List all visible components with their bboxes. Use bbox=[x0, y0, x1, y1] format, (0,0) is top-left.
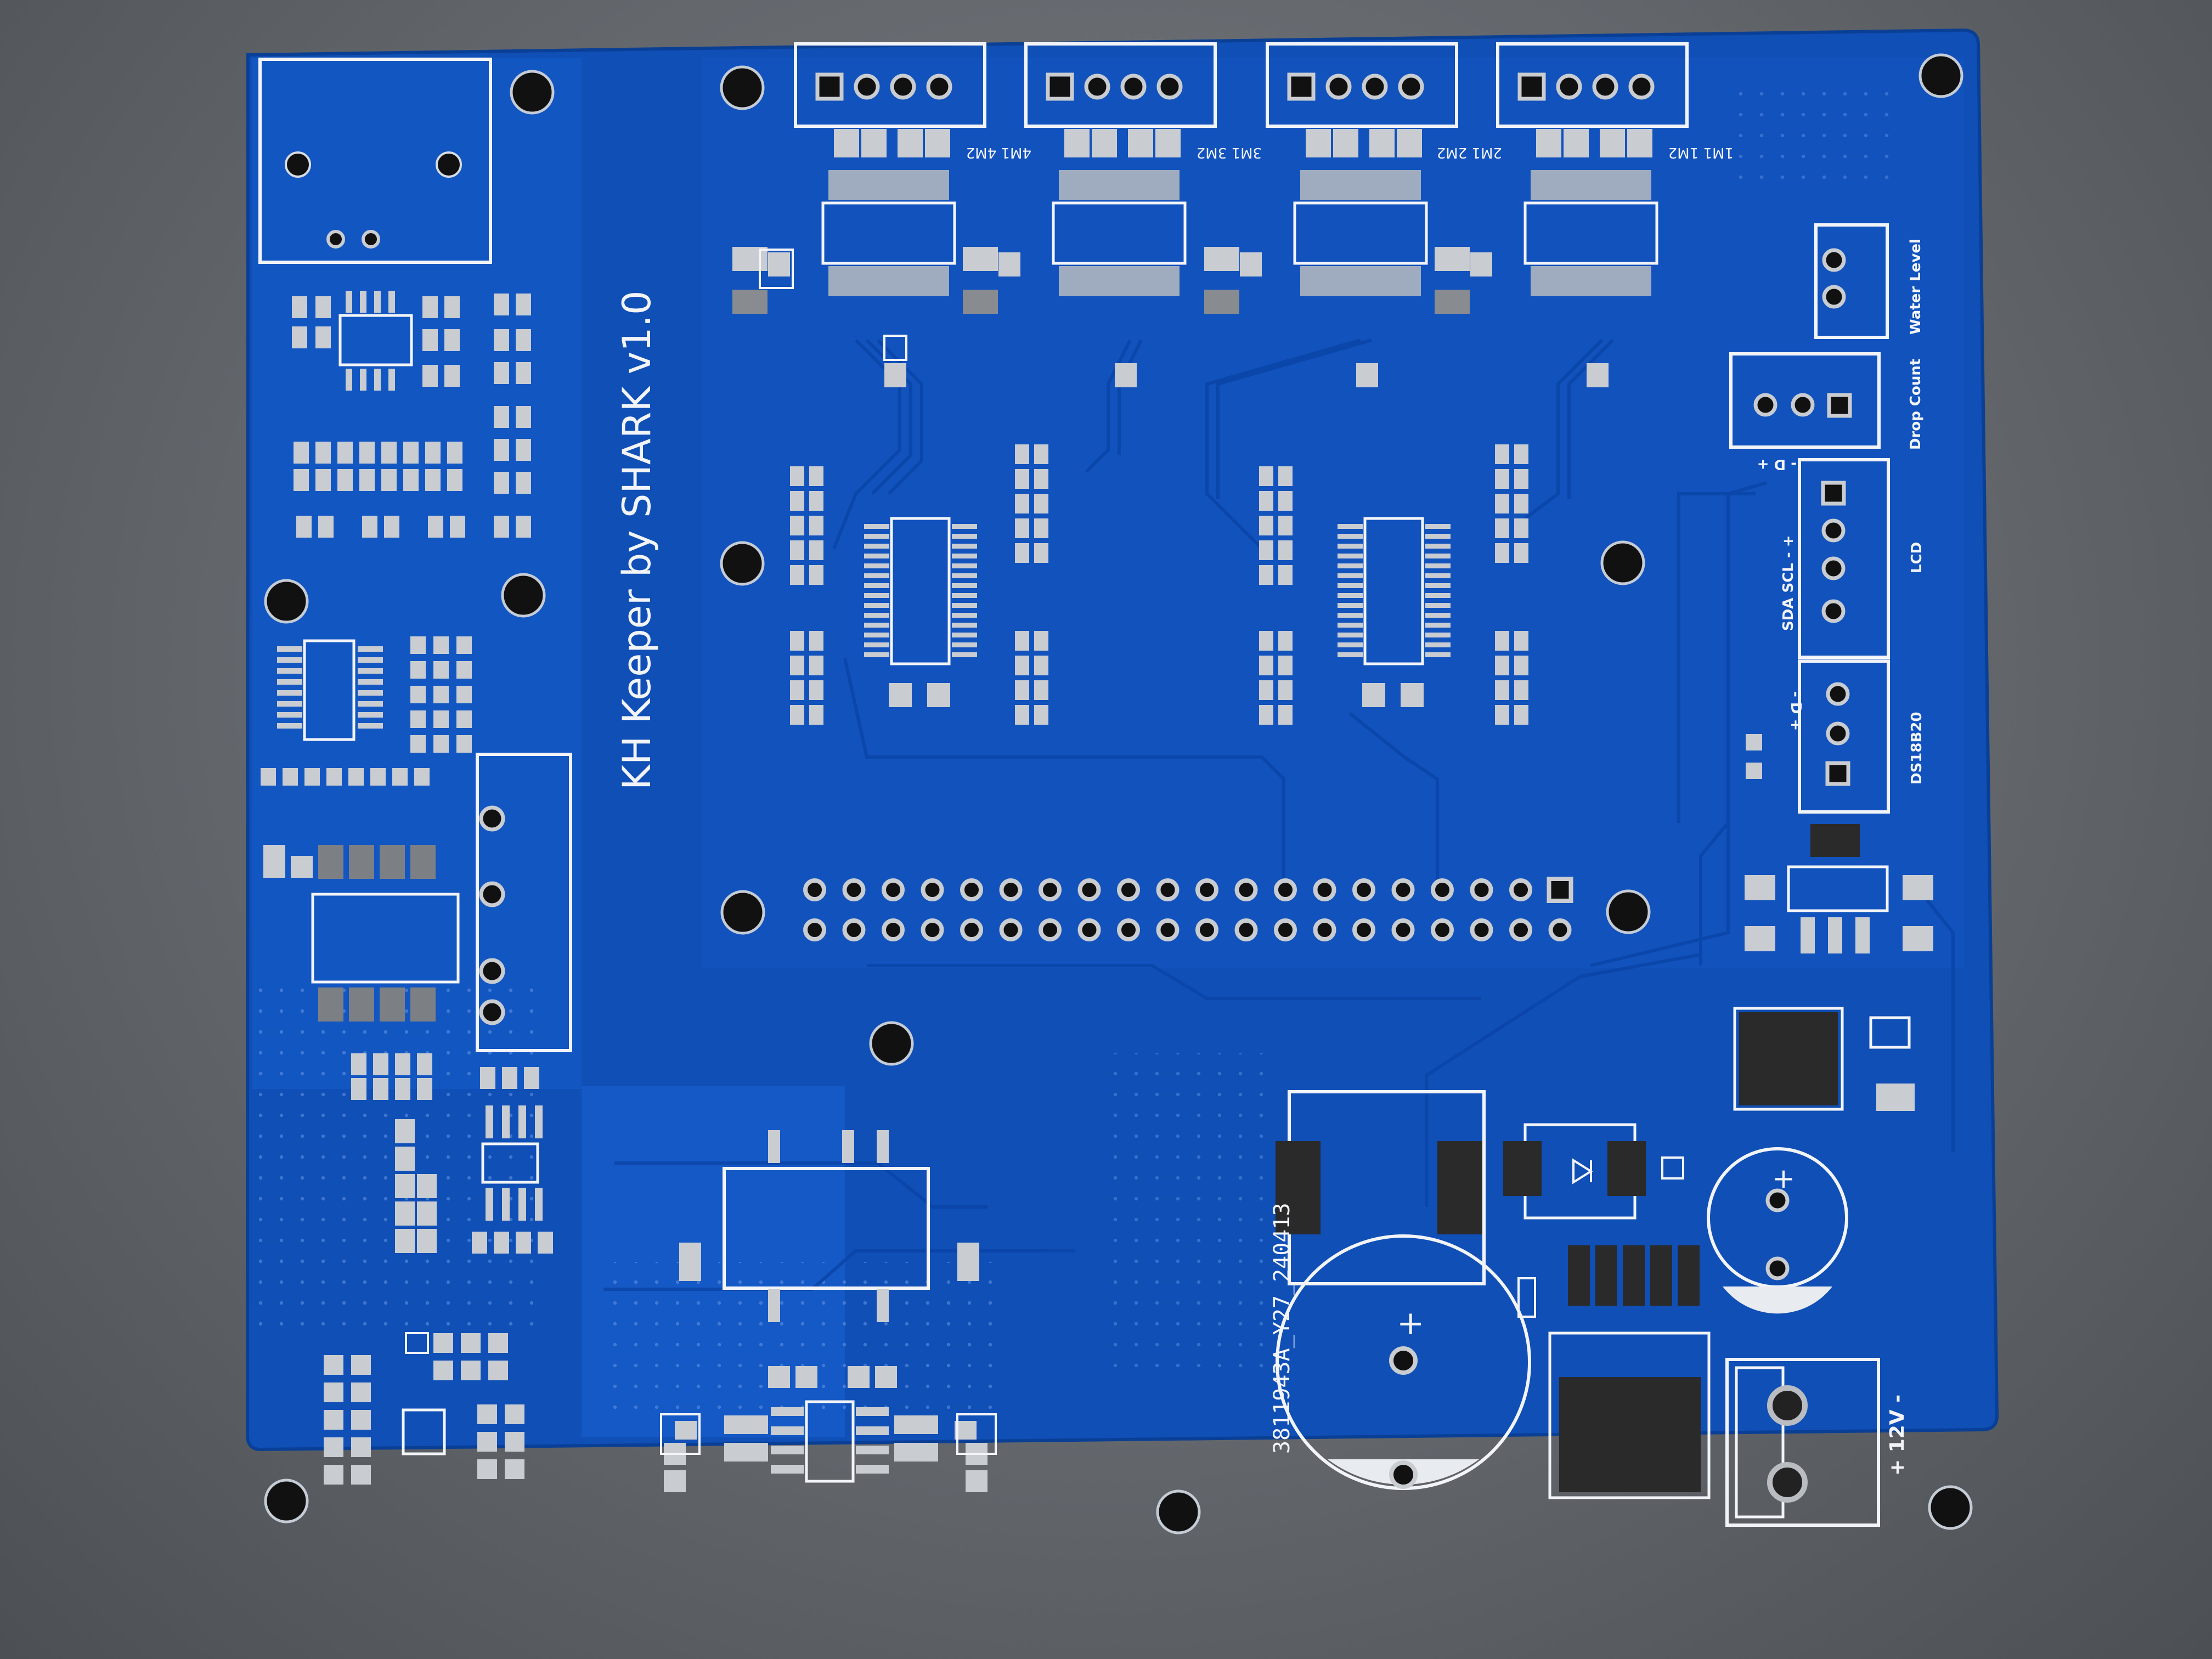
header-pin bbox=[1274, 878, 1297, 901]
ds-pins-label: - D + bbox=[1787, 691, 1804, 731]
header-pin bbox=[1313, 918, 1336, 941]
header-pin bbox=[1431, 918, 1454, 941]
buck-converter bbox=[1517, 1245, 1711, 1499]
ic-cluster-right bbox=[1259, 444, 1528, 725]
header-pin bbox=[960, 918, 983, 941]
header-pin bbox=[999, 878, 1023, 901]
connector-pin bbox=[362, 230, 380, 249]
left-ics bbox=[277, 291, 572, 1455]
header-pin bbox=[1234, 918, 1258, 941]
header-pin bbox=[1509, 878, 1532, 901]
smd-pads-left bbox=[261, 294, 553, 1485]
header-pin bbox=[1391, 878, 1415, 901]
connector-hole bbox=[436, 151, 462, 178]
ds-pads bbox=[1746, 734, 1762, 779]
large-footprint bbox=[679, 1130, 979, 1322]
drop-count-connector bbox=[1729, 352, 1881, 449]
voltage-regulator bbox=[1733, 824, 1933, 1111]
via-field bbox=[1728, 88, 1893, 187]
header-pin bbox=[1548, 918, 1572, 941]
header-pin bbox=[999, 918, 1023, 941]
header-pin bbox=[1274, 918, 1297, 941]
usb-connector-outline bbox=[258, 58, 492, 264]
lcd-label: LCD bbox=[1909, 542, 1925, 573]
gpio-header-2x20 bbox=[803, 877, 1573, 941]
motor-label-4: 4M1 4M2 bbox=[966, 144, 1031, 161]
water-level-connector bbox=[1814, 223, 1889, 339]
header-pin bbox=[1156, 878, 1180, 901]
via-field bbox=[1108, 1053, 1273, 1383]
header-pin bbox=[1077, 918, 1101, 941]
ds18b20-label: DS18B20 bbox=[1909, 712, 1925, 785]
power-inductor bbox=[1276, 1090, 1486, 1285]
header-pin bbox=[1509, 918, 1532, 941]
header-pin bbox=[960, 878, 983, 901]
copper-pour-left bbox=[252, 58, 582, 1089]
header-pin bbox=[921, 918, 944, 941]
header-pin bbox=[882, 878, 905, 901]
header-pin bbox=[803, 878, 826, 901]
ic-cluster-left bbox=[790, 444, 1048, 725]
header-pin bbox=[803, 918, 826, 941]
motor-label-1: 1M1 1M2 bbox=[1668, 144, 1734, 161]
header-pin bbox=[1117, 878, 1140, 901]
drop-pins-label: - D + bbox=[1757, 456, 1797, 472]
header-pin bbox=[1039, 878, 1062, 901]
header-pin bbox=[1470, 878, 1493, 901]
header-pin bbox=[1039, 918, 1062, 941]
header-pin bbox=[1470, 918, 1493, 941]
motor-label-3: 3M1 3M2 bbox=[1197, 144, 1262, 161]
lcd-pins-label: SDA SCL - + bbox=[1780, 535, 1797, 631]
header-pin bbox=[1352, 918, 1375, 941]
header-pin bbox=[842, 918, 866, 941]
motor-driver-blocks bbox=[732, 42, 1689, 387]
capacitor-polarity-small: + bbox=[1772, 1163, 1795, 1194]
header-pin bbox=[921, 878, 944, 901]
diode bbox=[1503, 1123, 1684, 1220]
header-pin bbox=[1547, 877, 1573, 903]
connector-hole bbox=[285, 151, 311, 178]
capacitor-small bbox=[1707, 1147, 1848, 1314]
capacitor-large bbox=[1276, 1234, 1531, 1490]
header-pin bbox=[1117, 918, 1140, 941]
copper-pour-center bbox=[702, 58, 1964, 968]
water-level-label: Water Level bbox=[1908, 239, 1924, 335]
header-pin bbox=[1156, 918, 1180, 941]
header-pin bbox=[1431, 878, 1454, 901]
mounting-holes bbox=[264, 53, 1973, 1534]
capacitor-polarity-large: + bbox=[1397, 1304, 1424, 1342]
power-label: + 12V - bbox=[1886, 1395, 1909, 1476]
header-pin bbox=[842, 878, 866, 901]
motor-label-2: 2M1 2M2 bbox=[1437, 144, 1502, 161]
header-pin bbox=[1077, 878, 1101, 901]
drop-count-label: Drop Count bbox=[1908, 359, 1924, 450]
ds18b20-connector bbox=[1798, 659, 1890, 814]
board-title: KH Keeper by SHARK v1.0 bbox=[614, 291, 659, 790]
header-pin bbox=[1352, 878, 1375, 901]
header-pin bbox=[1195, 918, 1218, 941]
opamp-bottom bbox=[660, 1366, 997, 1492]
header-pin bbox=[882, 918, 905, 941]
header-pin bbox=[1313, 878, 1336, 901]
connector-pin bbox=[326, 230, 345, 249]
header-pin bbox=[1195, 878, 1218, 901]
power-terminal bbox=[1725, 1358, 1880, 1527]
header-pin bbox=[1234, 878, 1258, 901]
lcd-connector bbox=[1798, 458, 1890, 659]
header-pin bbox=[1391, 918, 1415, 941]
